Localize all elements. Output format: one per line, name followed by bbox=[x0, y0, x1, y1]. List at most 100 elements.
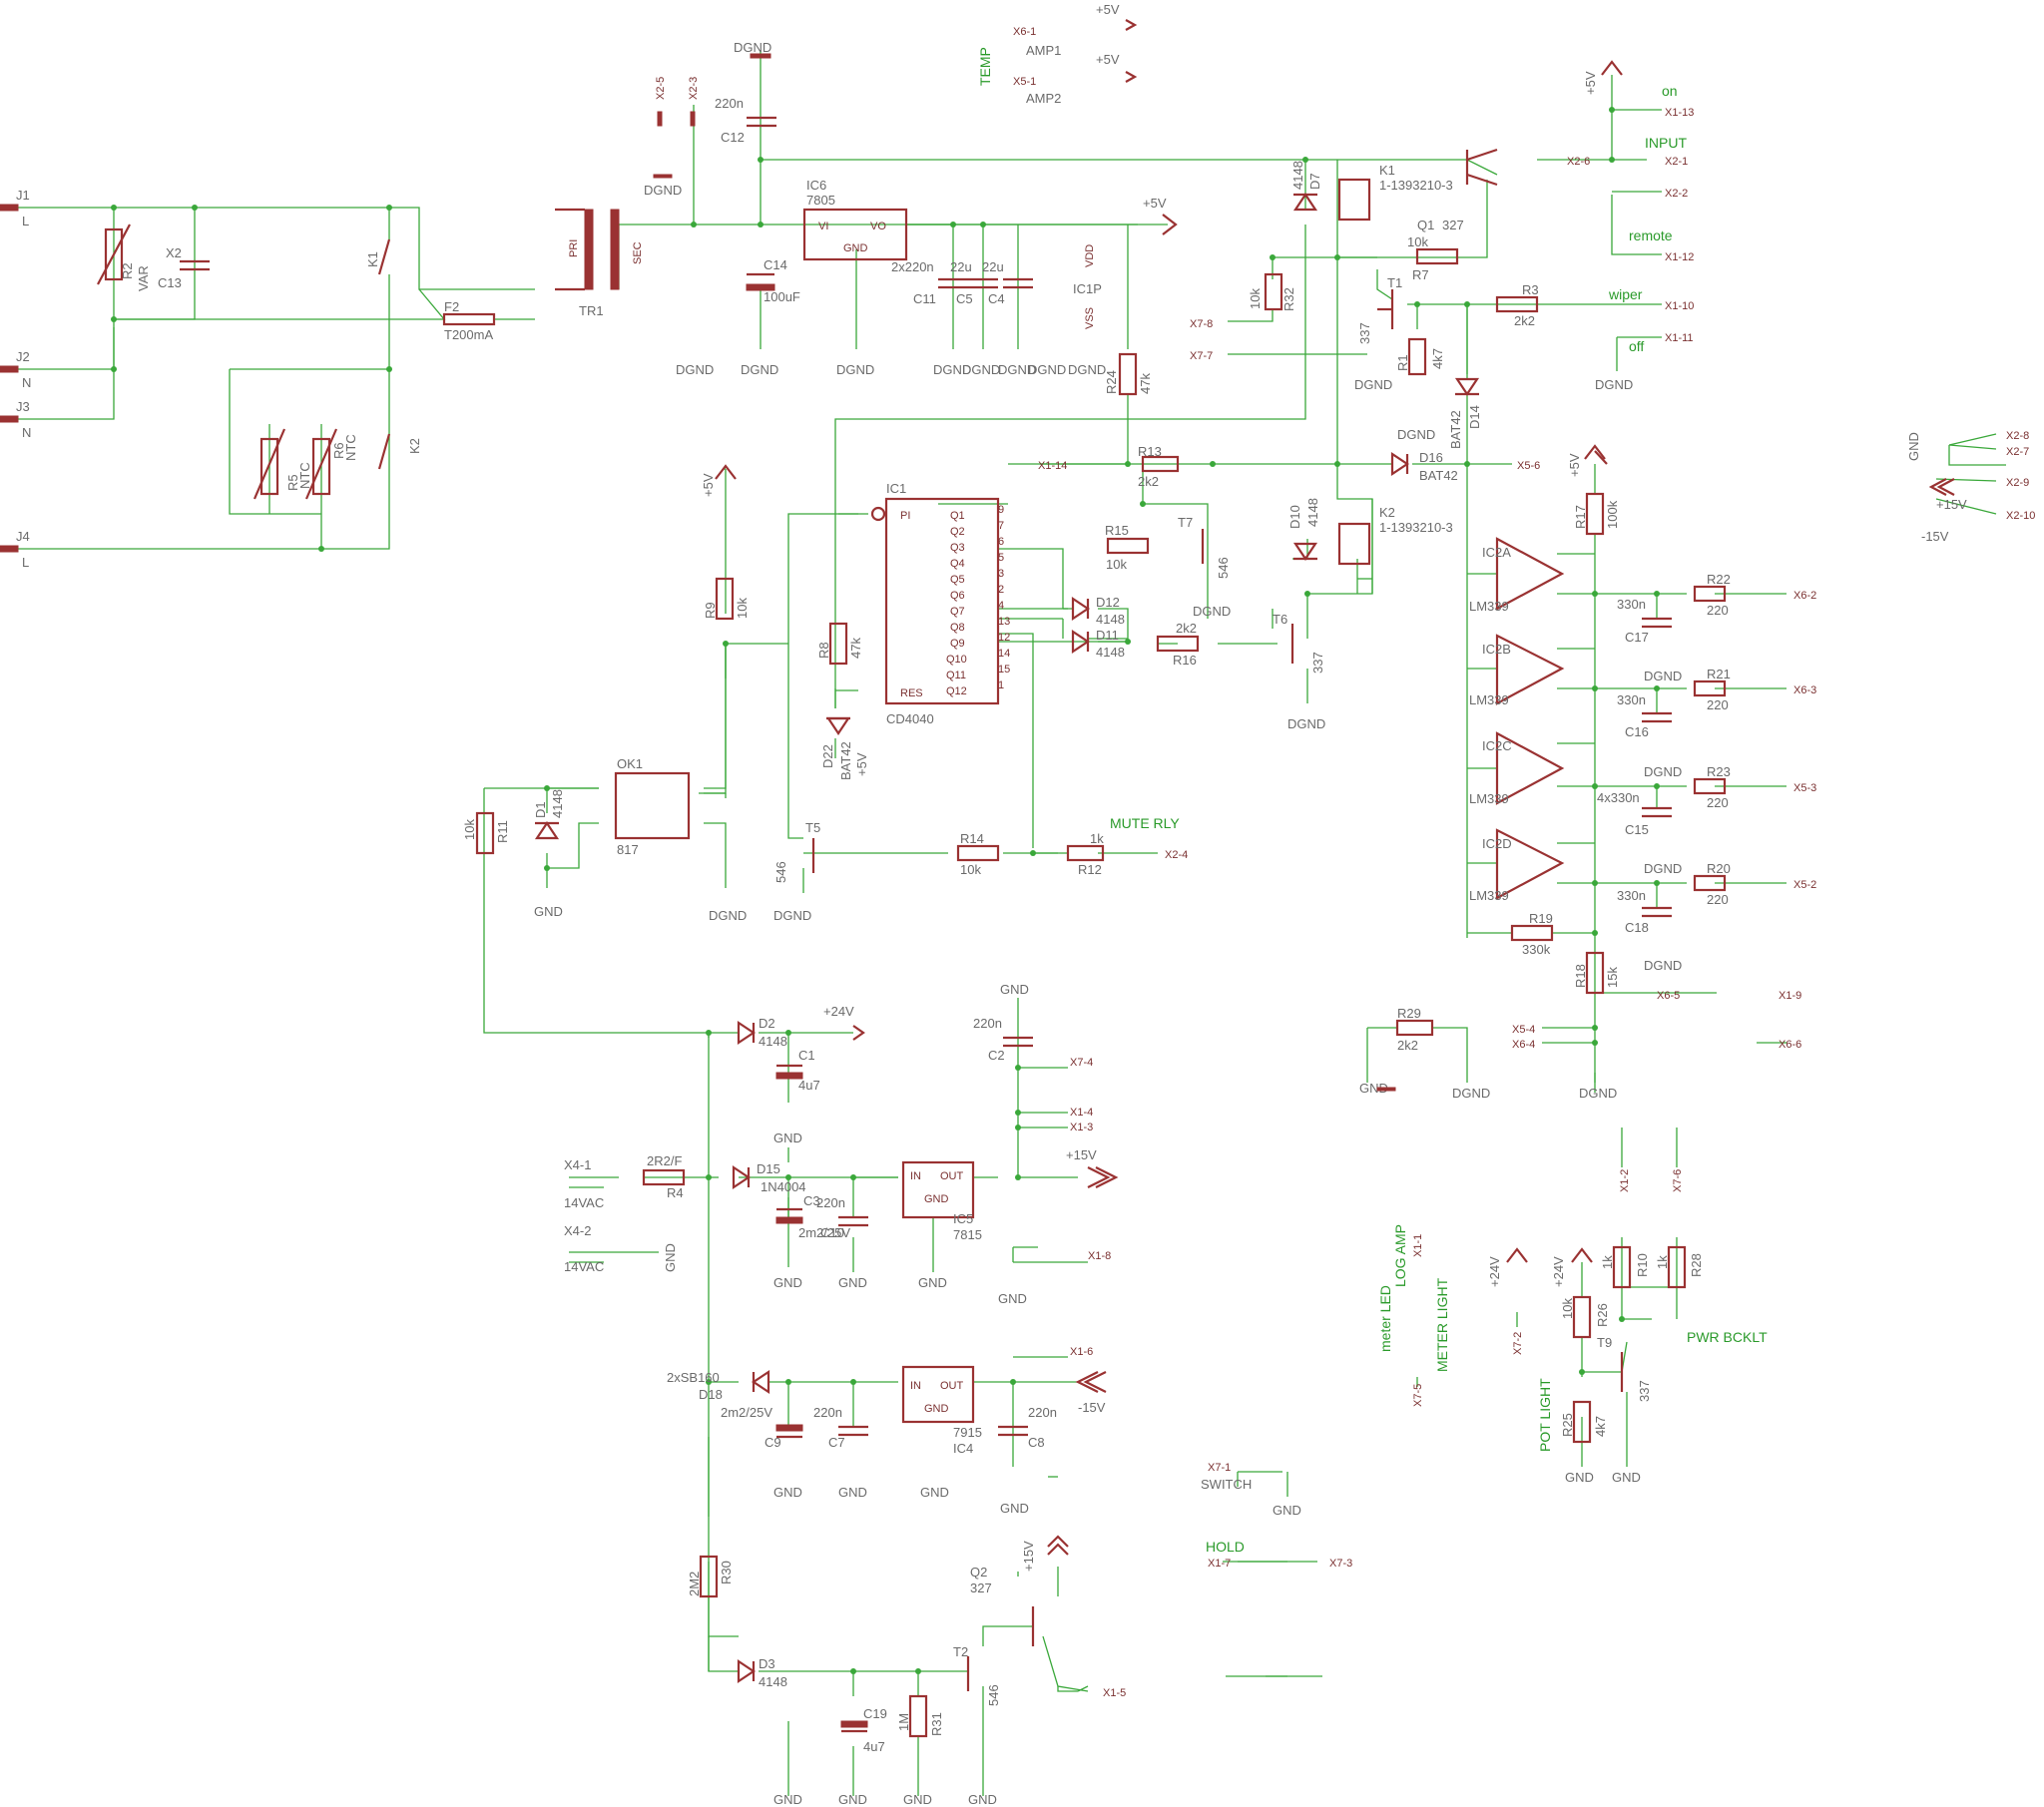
value-C17: 330n bbox=[1617, 597, 1646, 612]
value-IC1: CD4040 bbox=[886, 711, 934, 726]
rail-dgnd-2: DGND bbox=[741, 362, 778, 377]
value-C2: 220n bbox=[973, 1016, 1002, 1031]
conn-X7-8: X7-8 bbox=[1190, 318, 1213, 330]
label-R21: R21 bbox=[1707, 667, 1731, 681]
conn-X1-4: X1-4 bbox=[1070, 1107, 1093, 1119]
conn-X7-4: X7-4 bbox=[1070, 1057, 1093, 1069]
label-C19: C19 bbox=[863, 1706, 887, 1721]
label-R28: R28 bbox=[1689, 1253, 1704, 1277]
pin-IC6-VO: VO bbox=[870, 221, 886, 232]
label-R14: R14 bbox=[960, 831, 984, 846]
net-mute-rly: MUTE RLY bbox=[1110, 815, 1180, 831]
value-C11: 2x220n bbox=[891, 259, 934, 274]
pin-IC1-Q5: Q5 bbox=[950, 574, 965, 586]
label-R8: R8 bbox=[816, 642, 831, 659]
net-pot-light: POT LIGHT bbox=[1537, 1378, 1553, 1452]
value-C7: 220n bbox=[813, 1405, 842, 1420]
conn-J1-suffix: L bbox=[22, 214, 29, 228]
value-T5: 546 bbox=[773, 861, 788, 883]
rail-gnd-c7: GND bbox=[838, 1485, 867, 1500]
value-C5: 22u bbox=[950, 259, 972, 274]
conn-X1-13: X1-13 bbox=[1665, 107, 1694, 119]
value-R19: 330k bbox=[1522, 942, 1551, 957]
label-R3: R3 bbox=[1522, 282, 1539, 297]
value-T2: 546 bbox=[986, 1684, 1001, 1706]
value-R3: 2k2 bbox=[1514, 313, 1535, 328]
rail-m15-x2: -15V bbox=[1921, 529, 1949, 544]
value-IC6: 7805 bbox=[806, 193, 835, 208]
value-IC5: 7815 bbox=[953, 1227, 982, 1242]
label-C16: C16 bbox=[1625, 724, 1649, 739]
value-R1: 4k7 bbox=[1430, 348, 1445, 369]
value-R16: 2k2 bbox=[1176, 621, 1197, 636]
label-R20: R20 bbox=[1707, 861, 1731, 876]
value-T9: 337 bbox=[1637, 1380, 1652, 1402]
rail-p24-a: +24V bbox=[1487, 1256, 1502, 1287]
label-R24: R24 bbox=[1104, 370, 1119, 394]
conn-X5-4: X5-4 bbox=[1512, 1024, 1535, 1036]
value-T1: 337 bbox=[1357, 322, 1372, 344]
rail-gnd-ic5: GND bbox=[918, 1275, 947, 1290]
label-Q1: Q1 bbox=[1417, 218, 1434, 232]
conn-J2-suffix: N bbox=[22, 375, 31, 390]
label-D3: D3 bbox=[759, 1656, 775, 1671]
pin-IC1-RES: RES bbox=[900, 687, 923, 699]
rail-p5-d22: +5V bbox=[854, 752, 869, 776]
rail-gnd-c2: GND bbox=[1000, 982, 1029, 997]
value-C18: 330n bbox=[1617, 888, 1646, 903]
rail-dgnd-t5: DGND bbox=[773, 908, 811, 923]
label-C3: C3 bbox=[803, 1193, 820, 1208]
label-R18: R18 bbox=[1573, 964, 1588, 988]
conn-X5-2: X5-2 bbox=[1793, 879, 1816, 891]
value-IC2A: LM339 bbox=[1469, 599, 1509, 614]
label-R13: R13 bbox=[1138, 444, 1162, 459]
conn-X1-14: X1-14 bbox=[1038, 460, 1067, 472]
value-R12: 1k bbox=[1090, 831, 1104, 846]
rail-gnd-b2: GND bbox=[838, 1792, 867, 1807]
conn-J4-suffix: L bbox=[22, 555, 29, 570]
label-R19: R19 bbox=[1529, 911, 1553, 926]
label-D10: D10 bbox=[1287, 505, 1302, 529]
conn-X1-11: X1-11 bbox=[1665, 332, 1694, 344]
net-hold: HOLD bbox=[1206, 1539, 1245, 1555]
value-R9: 10k bbox=[735, 598, 750, 619]
value-D10: 4148 bbox=[1305, 498, 1320, 527]
label-T7: T7 bbox=[1178, 515, 1193, 530]
value-IC2D: LM339 bbox=[1469, 888, 1509, 903]
label-R6: R6 bbox=[331, 442, 346, 459]
label-R31: R31 bbox=[929, 1712, 944, 1736]
pin-IC5-GND: GND bbox=[924, 1193, 949, 1205]
rail-gnd-x4: GND bbox=[663, 1243, 678, 1272]
pin-SEC: SEC bbox=[632, 241, 644, 264]
conn-X4-2: X4-2 bbox=[564, 1223, 591, 1238]
rail-dgnd-6: DGND bbox=[998, 362, 1036, 377]
label-C11: C11 bbox=[913, 291, 936, 306]
value-R18: 15k bbox=[1605, 967, 1620, 988]
label-R25: R25 bbox=[1560, 1413, 1575, 1437]
label-R30: R30 bbox=[719, 1561, 734, 1584]
conn-X6-3: X6-3 bbox=[1793, 684, 1816, 696]
value-Q1: 327 bbox=[1442, 218, 1464, 232]
conn-X6-2: X6-2 bbox=[1793, 590, 1816, 602]
net-temp: TEMP bbox=[977, 47, 993, 86]
value-R31: 1M bbox=[896, 1713, 911, 1731]
conn-X4-2-suffix: 14VAC bbox=[564, 1259, 604, 1274]
label-D12: D12 bbox=[1096, 595, 1120, 610]
label-C17: C17 bbox=[1625, 630, 1649, 645]
label-R2: R2 bbox=[120, 262, 135, 279]
label-R12: R12 bbox=[1078, 862, 1102, 877]
value-C9: 2m2/25V bbox=[721, 1405, 772, 1420]
conn-X1-7: X1-7 bbox=[1208, 1558, 1231, 1570]
rail-dgnd-c18: DGND bbox=[1644, 958, 1682, 973]
value-R23: 220 bbox=[1707, 795, 1729, 810]
value-R14: 10k bbox=[960, 862, 981, 877]
pin-IC1-Q6: Q6 bbox=[950, 590, 965, 602]
pin-IC5-IN: IN bbox=[910, 1170, 921, 1182]
connector-labels: J1 L J2 N J3 N J4 L X2-5 X2-3 X6-1 AMP1 … bbox=[16, 26, 2035, 1699]
label-D7: D7 bbox=[1307, 173, 1322, 190]
conn-X2-5: X2-5 bbox=[655, 77, 667, 100]
label-OK1: OK1 bbox=[617, 756, 643, 771]
label-R26: R26 bbox=[1595, 1303, 1610, 1327]
pinnum-IC1-5: 3 bbox=[998, 568, 1004, 580]
